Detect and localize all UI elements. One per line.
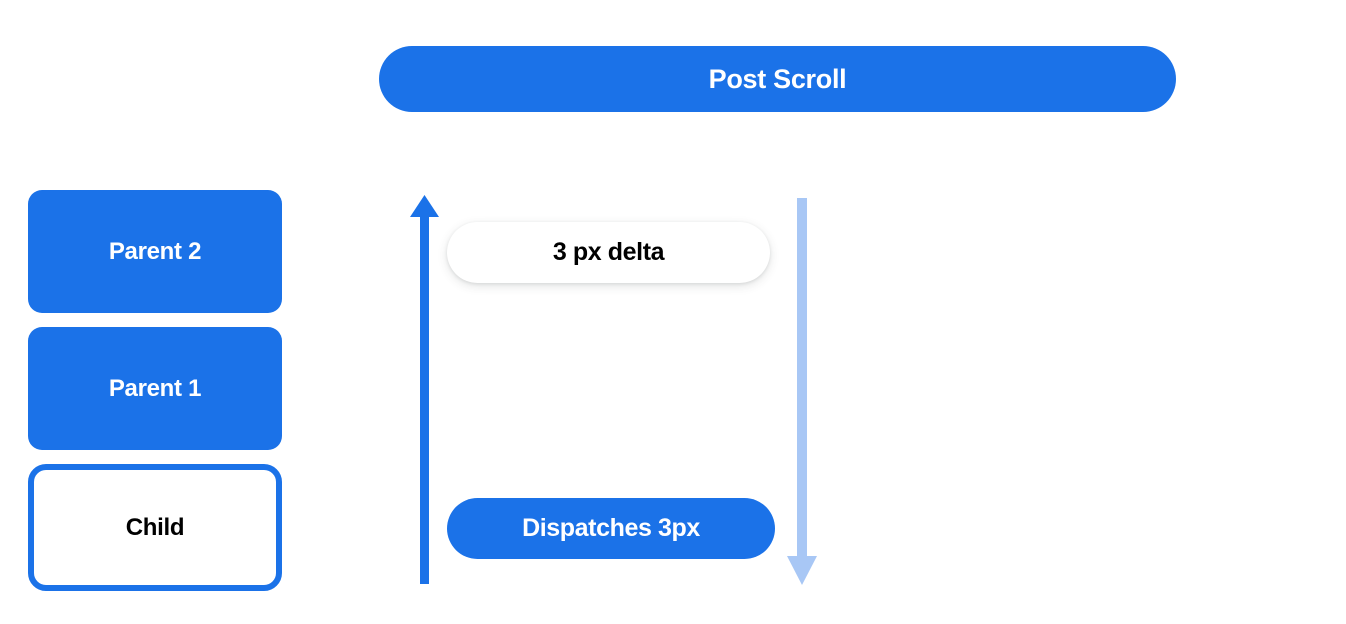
annotation-dispatch-label: Dispatches 3px	[522, 514, 700, 542]
header-banner: Post Scroll	[379, 46, 1176, 112]
annotation-dispatch-pill[interactable]: Dispatches 3px	[447, 498, 775, 559]
annotation-delta-pill[interactable]: 3 px delta	[447, 222, 770, 283]
node-parent-2-label: Parent 2	[108, 237, 202, 265]
node-parent-1-label: Parent 1	[108, 374, 202, 402]
node-child[interactable]: Child	[28, 464, 282, 591]
scroll-up-arrow-icon	[410, 195, 439, 584]
annotation-delta-label: 3 px delta	[552, 238, 665, 266]
header-title: Post Scroll	[708, 63, 847, 94]
node-parent-2[interactable]: Parent 2	[28, 190, 282, 313]
node-parent-1[interactable]: Parent 1	[28, 327, 282, 450]
node-child-label: Child	[125, 513, 185, 541]
scroll-down-arrow-icon	[787, 198, 817, 585]
